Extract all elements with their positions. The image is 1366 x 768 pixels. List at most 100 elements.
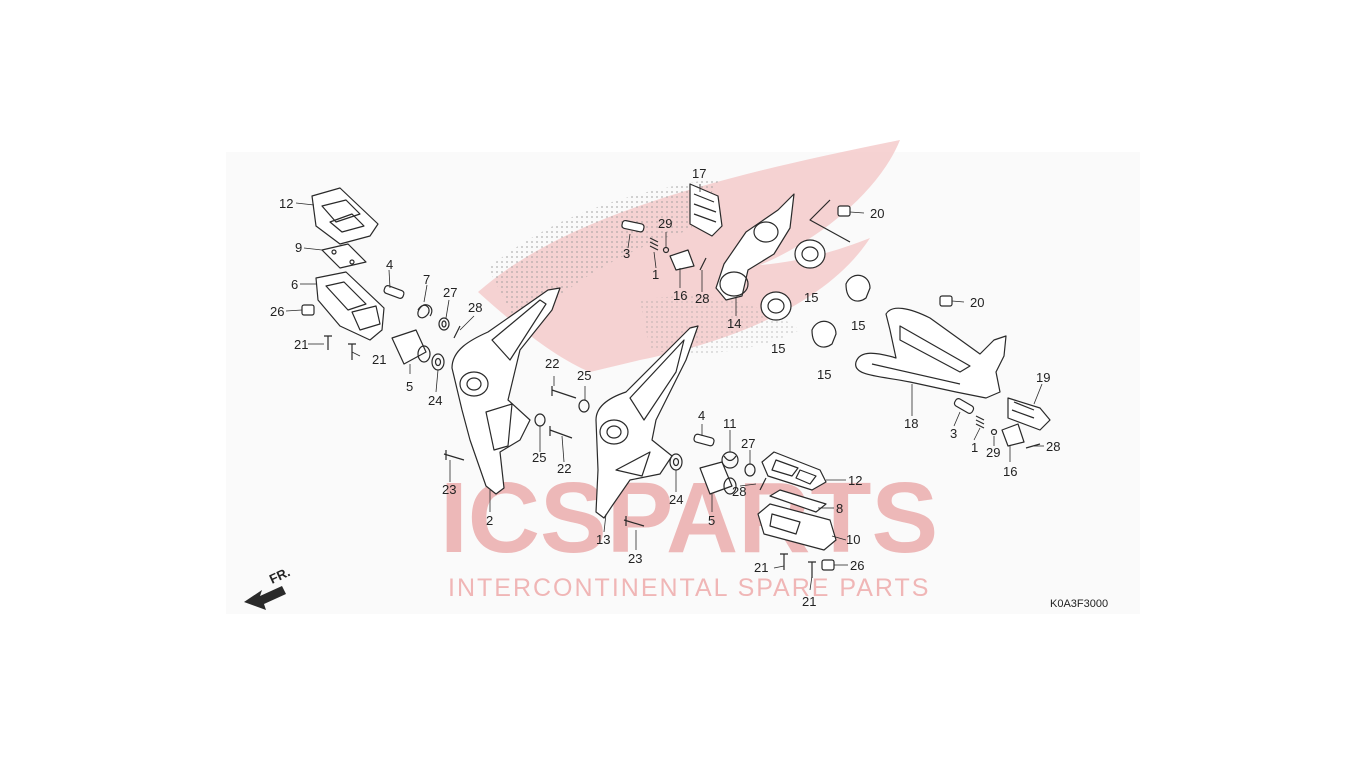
callout-4: 4 [698,408,705,423]
callout-25: 25 [532,450,546,465]
callout-26: 26 [270,304,284,319]
step-plate-right [769,489,827,513]
callout-22: 22 [545,356,559,371]
pillion-step-19 [1007,397,1051,431]
callout-15: 15 [817,367,831,382]
callout-15: 15 [771,341,785,356]
pin-4-right [693,433,715,447]
leader-lines [285,184,1044,591]
pin-3-upper [621,219,645,233]
washer-27-left [438,317,450,331]
callout-10: 10 [846,532,860,547]
callout-9: 9 [295,240,302,255]
pin-3-lower [953,398,975,414]
callout-21: 21 [294,337,308,352]
callout-29: 29 [658,216,672,231]
callout-5: 5 [406,379,413,394]
callout-8: 8 [836,501,843,516]
pillion-holder-14 [715,193,795,301]
cotter-pin-28-right [759,477,767,491]
callout-1: 1 [652,267,659,282]
detent-plate-16-lower [1001,423,1025,447]
bolt-22-upper [551,386,577,399]
callout-21: 21 [372,352,386,367]
callout-16: 16 [1003,464,1017,479]
front-direction-arrow: FR. [244,564,292,610]
bolt-22-lower [549,426,573,439]
callout-12: 12 [279,196,293,211]
washer-25-upper [578,399,590,413]
bolt-23-left [443,450,465,461]
watermark-tagline: INTERCONTINENTAL SPARE PARTS [448,574,930,602]
bolt-26-left [301,304,315,316]
callout-28: 28 [695,291,709,306]
grommet-15-b [760,291,792,321]
callout-24: 24 [428,393,442,408]
callout-15: 15 [851,318,865,333]
callout-15: 15 [804,290,818,305]
ball-29-lower [990,428,998,436]
callout-28: 28 [1046,439,1060,454]
callout-23: 23 [442,482,456,497]
detent-plate-16-upper [669,249,695,271]
callout-28: 28 [732,484,746,499]
callout-23: 23 [628,551,642,566]
callout-1: 1 [971,440,978,455]
bolt-23-right [623,516,645,527]
bolt-20-upper [809,199,851,243]
washer-24-left [431,353,445,371]
callout-13: 13 [596,532,610,547]
rider-step-rubber-right [761,451,827,491]
pin-4-left [383,285,405,299]
bolt-20-lower [939,295,953,307]
cotter-pin-28-lower [1025,443,1041,449]
front-direction-label: FR. [267,564,292,586]
pillion-holder-18 [855,307,1007,399]
collar-5-left [391,329,431,365]
callout-18: 18 [904,416,918,431]
rider-step-rubber-left [311,187,379,245]
callout-21: 21 [802,594,816,609]
callout-20: 20 [870,206,884,221]
callout-11: 11 [723,416,737,431]
watermark-brand: ICSPARTS [440,462,938,574]
callout-21: 21 [754,560,768,575]
callout-25: 25 [577,368,591,383]
spring-1-upper [649,237,659,251]
callout-29: 29 [986,445,1000,460]
washer-25-lower [534,413,546,427]
step-plate-left [321,243,367,269]
callout-2: 2 [486,513,493,528]
bolts-21-right [780,553,816,578]
callout-14: 14 [727,316,741,331]
callout-7: 7 [423,272,430,287]
callout-4: 4 [386,257,393,272]
callout-19: 19 [1036,370,1050,385]
callout-3: 3 [950,426,957,441]
cotter-pin-28-upper [699,257,707,271]
parts-artwork [285,183,1051,591]
cotter-pin-28-left [453,325,461,339]
pillion-step-17 [689,183,723,237]
callout-27: 27 [443,285,457,300]
collar-15-d [811,320,837,348]
collar-5-right [699,461,737,495]
bolts-21-left [324,335,356,360]
callout-3: 3 [623,246,630,261]
spring-7-left [417,304,433,319]
callout-20: 20 [970,295,984,310]
callout-17: 17 [692,166,706,181]
collar-15-c [845,274,871,302]
callout-28: 28 [468,300,482,315]
callout-26: 26 [850,558,864,573]
bolt-26-right [821,559,835,571]
step-holder-right [595,325,699,519]
spring-1-lower [975,415,985,429]
callout-24: 24 [669,492,683,507]
rider-step-left [315,271,385,341]
callout-12: 12 [848,473,862,488]
callout-22: 22 [557,461,571,476]
callout-16: 16 [673,288,687,303]
